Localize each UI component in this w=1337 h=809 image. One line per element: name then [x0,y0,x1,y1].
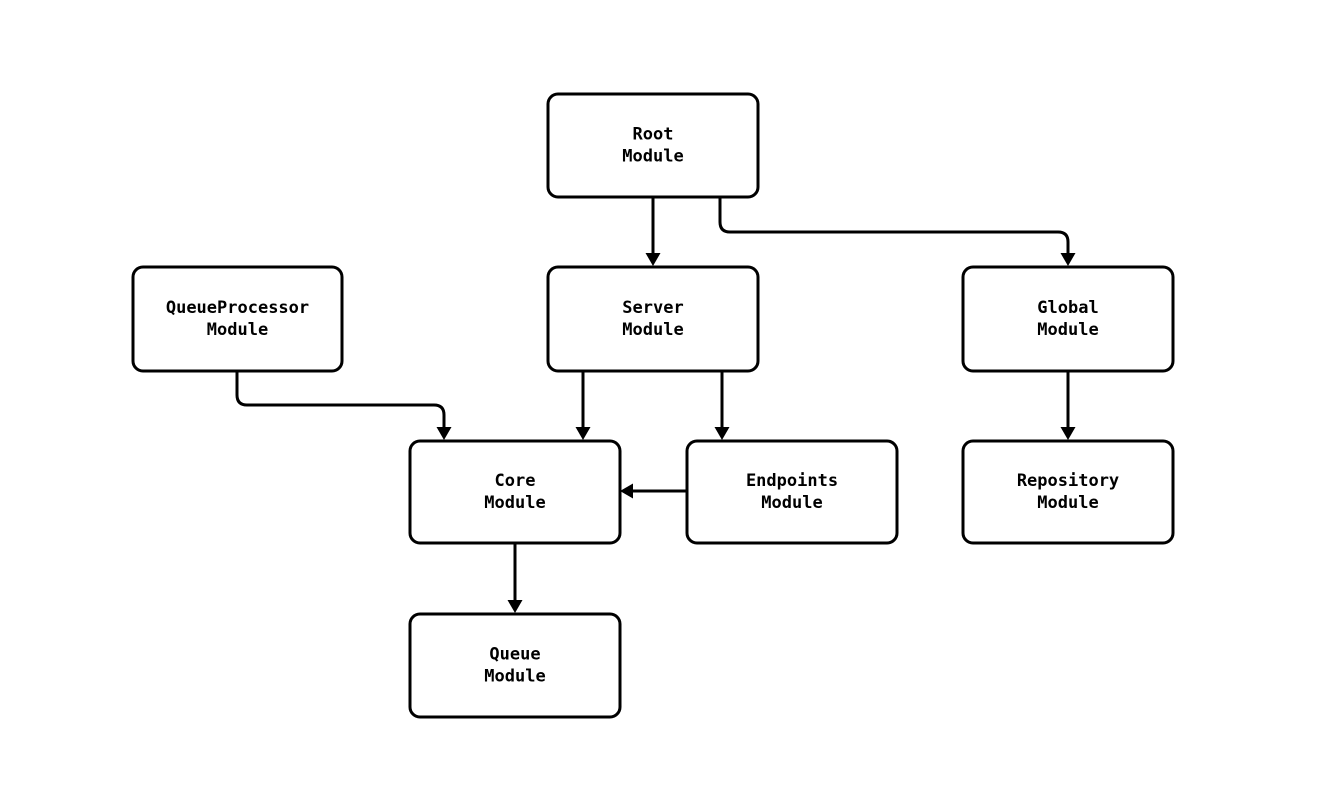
arrowhead-icon [714,427,730,440]
node-box-repository[interactable] [961,439,1175,545]
node-label-line: Module [622,147,683,167]
arrowhead-icon [620,483,633,499]
node-box-server[interactable] [546,265,760,373]
arrowhead-icon [1060,253,1076,266]
arrowhead-icon [1060,427,1076,440]
node-label-line: Global [1037,298,1098,318]
node-label-line: Module [207,320,268,340]
node-label-line: Module [622,320,683,340]
node-label-line: Module [1037,320,1098,340]
edge-queueprocessor-to-core [235,371,452,440]
node-label-line: Root [633,125,674,145]
edge-root-to-global [718,197,1076,266]
node-label-line: Queue [489,645,540,665]
edge-root-to-server [645,197,661,266]
arrowhead-icon [575,427,591,440]
node-label-line: QueueProcessor [166,298,309,318]
node-box-core[interactable] [408,439,622,545]
arrowhead-icon [645,253,661,266]
node-label-line: Endpoints [746,471,838,491]
edge-server-to-endpoints [714,371,730,440]
node-box-endpoints[interactable] [685,439,899,545]
edge-endpoints-to-core [620,483,687,499]
node-label-line: Module [484,667,545,687]
arrowhead-icon [507,600,523,613]
edges-layer [235,197,1076,613]
node-label-line: Core [495,471,536,491]
node-box-queue[interactable] [408,612,622,719]
node-label-line: Repository [1017,471,1119,491]
node-box-queueprocessor[interactable] [131,265,344,373]
node-label-line: Module [1037,493,1098,513]
node-label-line: Server [622,298,683,318]
edge-server-to-core [575,371,591,440]
node-label-line: Module [484,493,545,513]
node-label-line: Module [761,493,822,513]
arrowhead-icon [436,427,452,440]
node-box-root[interactable] [546,92,760,199]
node-box-global[interactable] [961,265,1175,373]
edge-core-to-queue [507,543,523,613]
edge-global-to-repository [1060,371,1076,440]
